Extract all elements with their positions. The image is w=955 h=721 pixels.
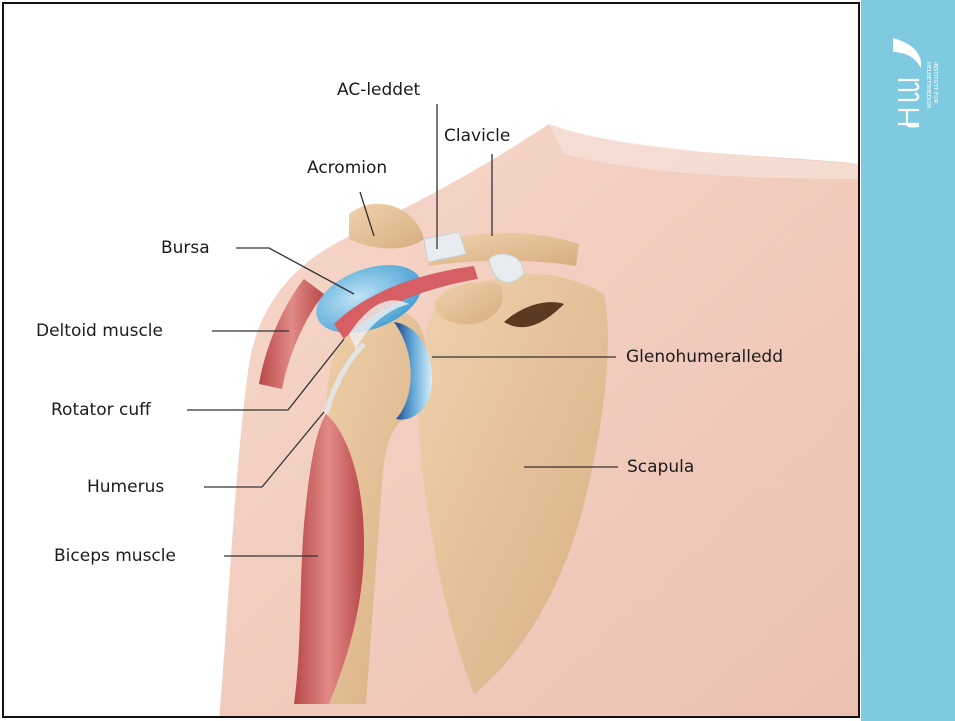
logo-line-1: INSTITUTT FOR [932,62,938,103]
label-scapula: Scapula [627,457,694,477]
label-biceps: Biceps muscle [54,546,176,566]
logo-line-2: HELHETSHEDISN [925,62,931,108]
label-acromion: Acromion [307,158,387,178]
logo-wordmark: INSTITUTT FOR HELHETSHEDISN [926,62,938,192]
label-ac-joint: AC-leddet [337,80,420,100]
label-clavicle: Clavicle [444,126,510,146]
iffh-logo-icon [893,38,923,128]
label-bursa: Bursa [161,238,210,258]
slide-frame: AC-leddet Clavicle Acromion Bursa Deltoi… [2,2,860,718]
label-deltoid: Deltoid muscle [36,321,163,341]
label-rotator-cuff: Rotator cuff [51,400,151,420]
label-glenohumeral: Glenohumeralledd [626,347,783,367]
label-humerus: Humerus [87,477,164,497]
